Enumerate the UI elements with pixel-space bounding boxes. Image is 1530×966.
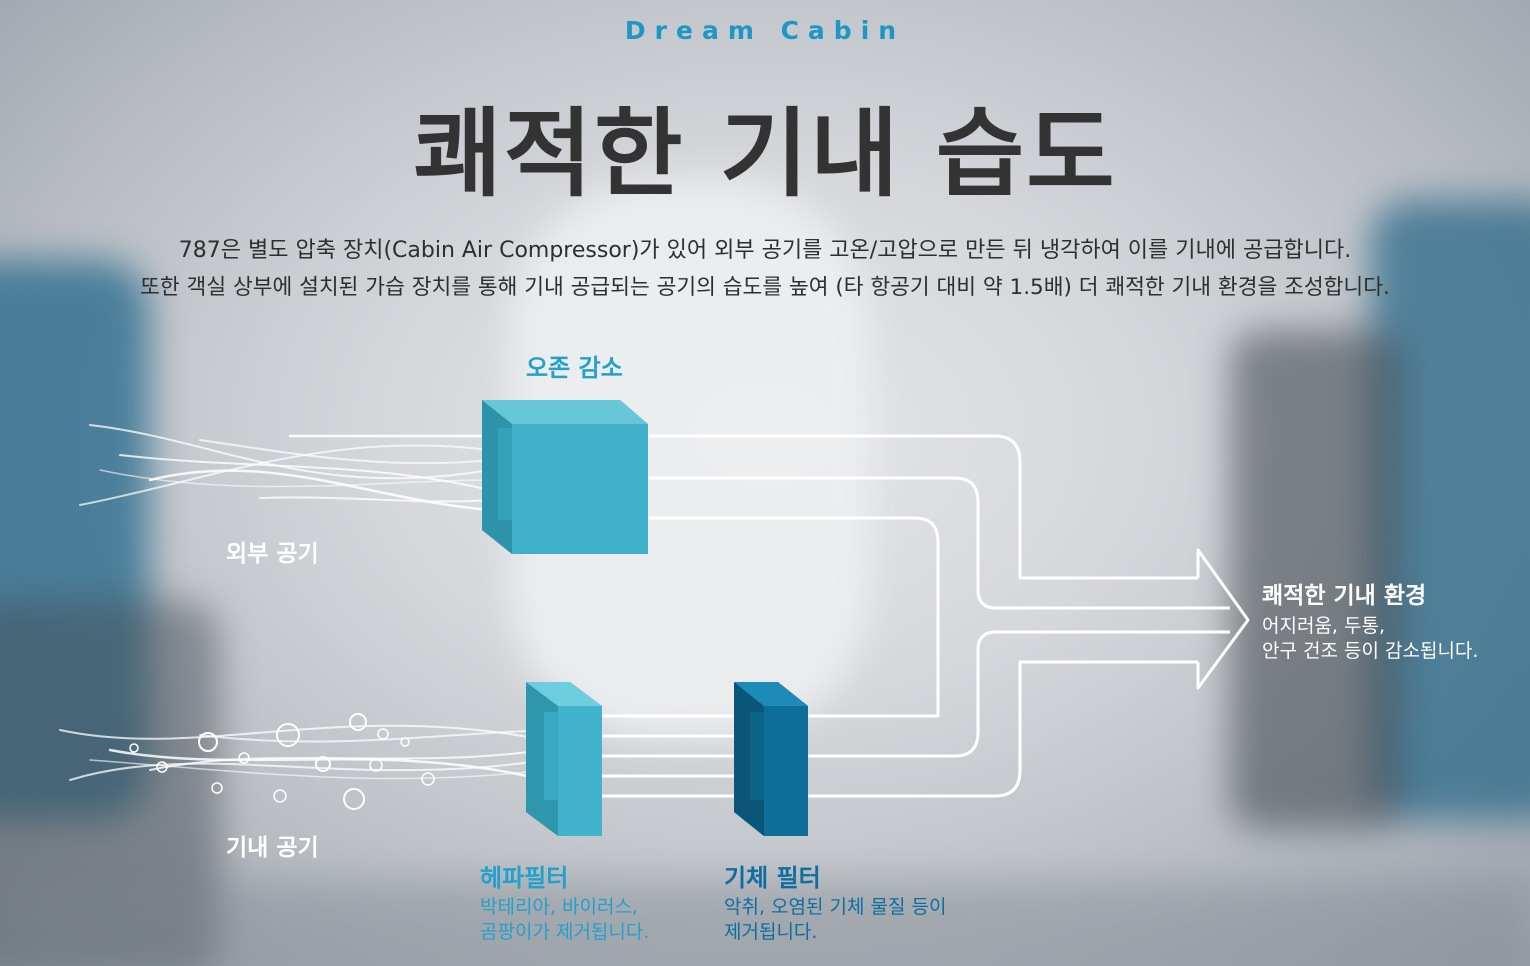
page-title: 쾌적한 기내 습도	[413, 98, 1117, 210]
gas-filter	[734, 682, 808, 836]
filter-connectors	[600, 714, 738, 798]
ozone-label: 오존 감소	[526, 354, 623, 382]
particle-bubbles	[129, 713, 435, 810]
cabin-air-strands	[59, 724, 547, 782]
hepa-filter-line-2: 곰팡이가 제거됩니다.	[480, 921, 650, 943]
gas-filter-description: 악취, 오염된 기체 물질 등이 제거됩니다.	[724, 895, 946, 945]
hepa-filter-title: 헤파필터	[480, 864, 569, 892]
hepa-filter-line-1: 박테리아, 바이러스,	[480, 896, 638, 918]
outside-air-ducts	[648, 434, 1230, 718]
output-arrow-icon	[1196, 548, 1250, 690]
gas-filter-title: 기체 필터	[724, 864, 821, 892]
description-line-2: 또한 객실 상부에 설치된 가습 장치를 통해 기내 공급되는 공기의 습도를 …	[140, 275, 1390, 300]
result-line-2: 안구 건조 등이 감소됩니다.	[1262, 640, 1479, 662]
description-line-1: 787은 별도 압축 장치(Cabin Air Compressor)가 있어 …	[178, 238, 1352, 263]
outside-air-strands	[79, 424, 492, 512]
gas-filter-line-1: 악취, 오염된 기체 물질 등이	[724, 896, 947, 918]
result-line-1: 어지러움, 두통,	[1262, 615, 1385, 637]
result-title: 쾌적한 기내 환경	[1262, 583, 1427, 609]
cabin-air-label: 기내 공기	[226, 835, 319, 861]
result-description: 어지러움, 두통, 안구 건조 등이 감소됩니다.	[1262, 614, 1478, 664]
hepa-filter-description: 박테리아, 바이러스, 곰팡이가 제거됩니다.	[480, 895, 649, 945]
ozone-unit	[482, 400, 648, 554]
outside-air-label: 외부 공기	[226, 541, 319, 567]
subtitle: Dream Cabin	[624, 16, 906, 45]
gas-filter-line-2: 제거됩니다.	[724, 921, 818, 943]
cabin-air-ducts	[806, 630, 1230, 798]
hepa-filter	[526, 682, 602, 836]
